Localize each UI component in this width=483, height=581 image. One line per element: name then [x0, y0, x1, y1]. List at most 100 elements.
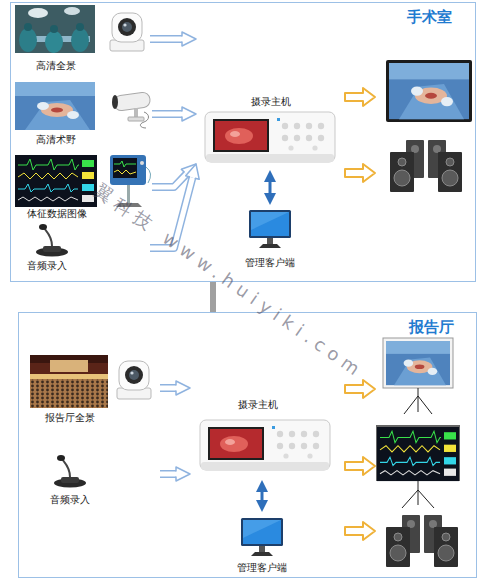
connector: [150, 178, 192, 248]
patient-monitor: [114, 170, 136, 174]
or-photo: [19, 28, 37, 52]
display-screen: [386, 60, 472, 122]
vitals-display: [418, 481, 419, 505]
microphone: [36, 224, 68, 257]
vitals-display: [377, 427, 459, 481]
bullet-camera: [128, 117, 144, 121]
node-label: 管理客户端: [220, 562, 304, 574]
node-label: 高清术野: [12, 134, 100, 146]
node-label: 摄录主机: [213, 399, 303, 411]
or-photo: [76, 23, 84, 31]
hall-photo: [30, 355, 108, 408]
node-label: 体征数据图像: [12, 208, 102, 220]
patient-monitor: [113, 158, 137, 178]
patient-monitor: [127, 185, 130, 203]
or-photo: [15, 5, 95, 53]
or-photo: [71, 28, 89, 52]
or-photo: [15, 5, 95, 53]
bullet-camera: [113, 92, 151, 112]
double-arrow: [269, 181, 272, 194]
recorder-device: [200, 420, 330, 470]
arrow-outline: [152, 174, 186, 187]
speakers: [390, 140, 462, 192]
projection-screen: [404, 396, 418, 414]
node-label: 音频录入: [35, 494, 105, 506]
connector: [270, 181, 271, 194]
projection-screen: [383, 338, 453, 388]
source-node: 音频录入: [35, 440, 160, 508]
projection-screen: [386, 341, 450, 385]
arrow-outline: [160, 384, 176, 392]
connectors: [150, 39, 270, 501]
vitals-display: [418, 490, 434, 508]
source-node: 体征数据图像: [12, 152, 152, 222]
node-label: 报告厅全景: [25, 412, 115, 424]
arrow-body: [152, 112, 182, 117]
connector: [152, 174, 186, 187]
patient-monitor: [146, 167, 151, 183]
room-panel: 手术室高清全景高清术野体征数据图像音频录入 摄录主机管理客户端: [10, 2, 476, 282]
connector: [150, 39, 182, 40]
patient-monitor: [110, 155, 146, 185]
or-photo: [64, 7, 80, 15]
client-node: 管理客户端: [220, 512, 304, 576]
source-node: 报告厅全景: [25, 350, 160, 426]
or-photo: [28, 8, 48, 18]
ptz-camera: [110, 13, 144, 51]
vitals-photo: [15, 155, 97, 207]
bullet-camera: [140, 112, 148, 128]
source-node: 高清全景: [12, 3, 150, 75]
recorder-node: 摄录主机: [196, 25, 340, 170]
connector: [160, 388, 176, 389]
arrow-outline: [160, 470, 176, 478]
projection-screen: [418, 396, 432, 414]
arrow-outline: [150, 178, 192, 248]
hall-panel: 报告厅报告厅全景音频录入 摄录主机管理客户端: [18, 312, 477, 578]
hall-photo: [30, 374, 108, 379]
client-monitor: [249, 210, 291, 248]
recorder-device: [205, 112, 335, 162]
recorder-node: 摄录主机: [190, 370, 335, 480]
bullet-camera: [112, 95, 118, 109]
node-label: 高清全景: [12, 60, 100, 72]
or-photo: [50, 25, 58, 33]
arrow-body: [150, 178, 192, 248]
hall-photo: [50, 360, 88, 372]
client-node: 管理客户端: [228, 205, 312, 273]
output-arrow: [345, 88, 375, 106]
bullet-camera: [112, 92, 151, 128]
hall-photo: [30, 355, 108, 408]
ptz-camera: [117, 361, 151, 399]
patient-monitor: [110, 155, 151, 207]
connector: [262, 491, 263, 501]
speakers: [386, 515, 458, 567]
patient-monitor: [140, 161, 144, 165]
panel-title: 报告厅: [390, 318, 472, 336]
node-label: 摄录主机: [226, 96, 316, 108]
vitals-display: [376, 425, 460, 481]
patient-monitor: [114, 161, 136, 167]
projection-screen: [418, 388, 419, 412]
output-arrow: [345, 457, 375, 475]
arrow-outline: [150, 35, 182, 43]
arrow-body: [160, 386, 176, 391]
or-photo: [24, 23, 32, 31]
double-arrow: [261, 491, 264, 501]
patient-monitor: [116, 203, 142, 207]
microphone: [54, 455, 86, 488]
output-arrow: [345, 522, 375, 540]
client-monitor: [241, 518, 283, 556]
panel-title: 手术室: [388, 8, 470, 26]
arrow-outline: [152, 110, 182, 118]
field-photo: [15, 82, 95, 130]
source-node: 音频录入: [12, 222, 150, 274]
arrow-body: [152, 174, 186, 187]
connector: [152, 114, 182, 115]
or-photo: [45, 31, 63, 53]
arrow-body: [150, 37, 182, 42]
display-screen: [389, 63, 469, 119]
vitals-display: [376, 425, 460, 508]
